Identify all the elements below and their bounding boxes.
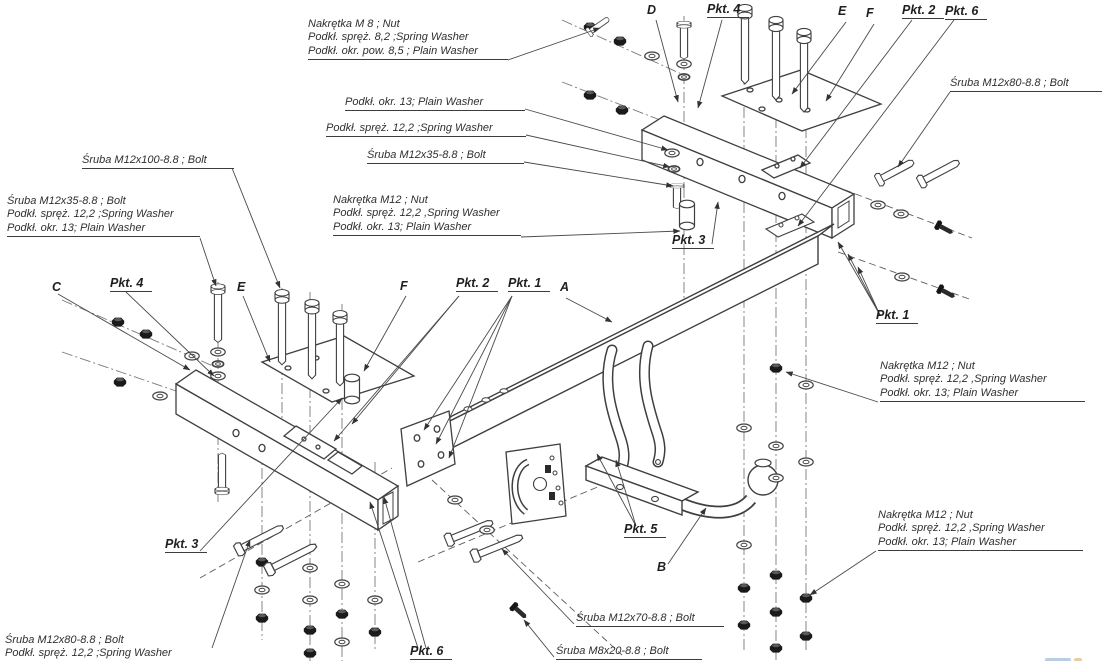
label-nut-m8-group: Nakrętka M 8 ; Nut Podkł. spręż. 8,2 ;Sp… <box>308 18 508 61</box>
label-bolt-m12x80-right: Śruba M12x80-8.8 ; Bolt <box>950 77 1102 93</box>
mark-c: C <box>52 280 62 294</box>
leader-lines <box>57 19 955 658</box>
beam-end-plate <box>400 410 456 487</box>
label-line: Nakrętka M12 ; Nut <box>878 509 973 521</box>
label-line: Nakrętka M 8 ; Nut <box>308 18 400 30</box>
mark-e-top: E <box>838 4 847 18</box>
mark-pkt5: Pkt. 5 <box>624 522 667 538</box>
mark-pkt6-bottom: Pkt. 6 <box>410 644 453 660</box>
label-nut-m12-group-right-upper: Nakrętka M12 ; Nut Podkł. spręż. 12,2 ,S… <box>880 360 1085 403</box>
label-line: Podkł. spręż. 12,2 ;Spring Washer <box>7 208 174 221</box>
label-line: Podkł. okr. pow. 8,5 ; Plain Washer <box>308 45 508 61</box>
label-nut-m12-group-right-lower: Nakrętka M12 ; Nut Podkł. spręż. 12,2 ,S… <box>878 509 1083 552</box>
label-line: Śruba M12x35-8.8 ; Bolt <box>7 195 126 207</box>
label-bolt-m12x35: Śruba M12x35-8.8 ; Bolt <box>367 149 524 165</box>
label-plain-washer-13: Podkł. okr. 13; Plain Washer <box>345 96 525 112</box>
mark-a: A <box>560 280 570 294</box>
mark-pkt6-top: Pkt. 6 <box>945 4 988 20</box>
mark-pkt1-left: Pkt. 1 <box>508 276 551 292</box>
mark-pkt3-left: Pkt. 3 <box>165 537 208 553</box>
label-nut-m12-group-center: Nakrętka M12 ; Nut Podkł. spręż. 12,2 ,S… <box>333 194 521 237</box>
mark-pkt2-left: Pkt. 2 <box>456 276 499 292</box>
mark-b: B <box>657 560 667 574</box>
label-line: Nakrętka M12 ; Nut <box>333 194 428 206</box>
label-line: Podkł. spręż. 12,2 ,Spring Washer <box>333 207 500 220</box>
label-bolt-m12x70: Śruba M12x70-8.8 ; Bolt <box>576 612 724 628</box>
backing-plate <box>505 443 567 525</box>
mark-d: D <box>647 3 657 17</box>
mark-f-top: F <box>866 6 874 20</box>
label-line: Podkł. okr. 13; Plain Washer <box>878 536 1083 552</box>
label-line: Podkł. okr. 13; Plain Washer <box>7 222 200 238</box>
mark-pkt4-top: Pkt. 4 <box>707 2 750 18</box>
label-line: Podkł. okr. 13; Plain Washer <box>880 387 1085 403</box>
hidden-axes <box>199 189 973 656</box>
label-bolt-m8x20: Śruba M8x20-8.8 ; Bolt <box>556 645 702 661</box>
mark-e-left: E <box>237 280 246 294</box>
mark-pkt3-mid: Pkt. 3 <box>672 233 715 249</box>
mark-pkt4-left: Pkt. 4 <box>110 276 153 292</box>
left-crossmember <box>174 369 400 532</box>
label-bolt-m12x35-group-left: Śruba M12x35-8.8 ; Bolt Podkł. spręż. 12… <box>7 195 200 238</box>
label-line: Podkł. spręż. 8,2 ;Spring Washer <box>308 31 469 44</box>
mark-pkt1-right: Pkt. 1 <box>876 308 919 324</box>
label-line: Podkł. spręż. 12,2 ;Spring Washer <box>5 647 172 660</box>
watermark-logo <box>1045 649 1107 661</box>
mark-f-left: F <box>400 279 408 293</box>
label-spring-washer-12: Podkł. spręż. 12,2 ;Spring Washer <box>326 122 526 138</box>
support-arms <box>602 340 666 474</box>
label-line: Śruba M12x80-8.8 ; Bolt <box>5 634 124 646</box>
main-beam <box>435 213 835 458</box>
label-line: Nakrętka M12 ; Nut <box>880 360 975 372</box>
label-line: Podkł. spręż. 12,2 ,Spring Washer <box>880 373 1047 386</box>
right-crossmember <box>640 115 856 240</box>
label-bolt-m12x100: Śruba M12x100-8.8 ; Bolt <box>82 154 234 170</box>
mark-pkt2-top: Pkt. 2 <box>902 3 945 19</box>
label-line: Podkł. okr. 13; Plain Washer <box>333 221 521 237</box>
label-line: Podkł. spręż. 12,2 ,Spring Washer <box>878 522 1045 535</box>
label-bolt-m12x80-group-bottom-left: Śruba M12x80-8.8 ; Bolt Podkł. spręż. 12… <box>5 634 205 661</box>
